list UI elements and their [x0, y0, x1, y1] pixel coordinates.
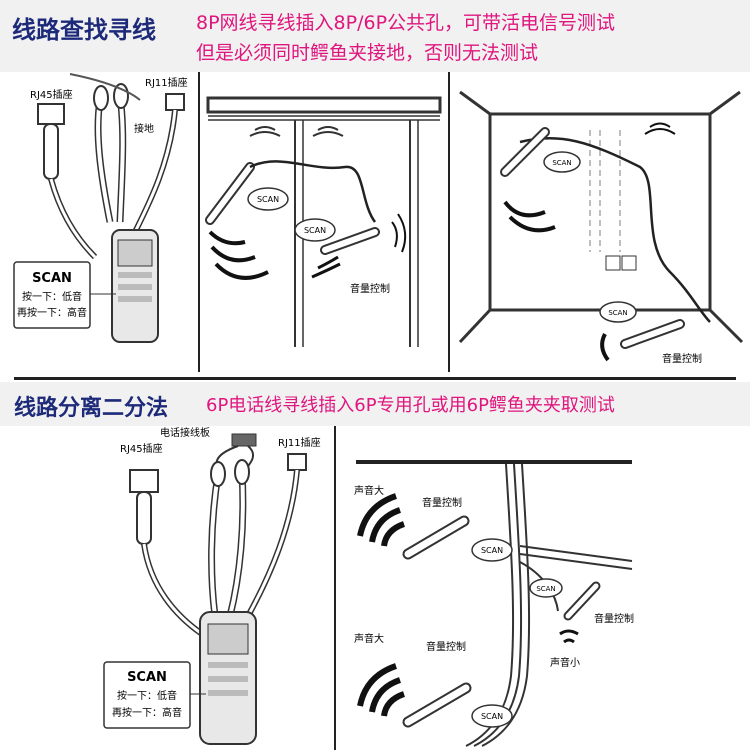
- panel-tester-clips: SCAN 按一下：低音 再按一下：高音 RJ45插座 RJ11插座 接地: [0, 72, 198, 372]
- section1-title: 线路查找寻线: [12, 16, 156, 44]
- ground-label: 接地: [134, 122, 154, 135]
- scan-bubble-7: SCAN: [481, 712, 503, 721]
- scan-bubble-2: SCAN: [304, 226, 326, 235]
- phone-board-label: 电话接线板: [160, 426, 210, 439]
- rj45-label-2: RJ45插座: [120, 442, 163, 455]
- quiet-label: 声音小: [550, 656, 580, 669]
- section1-subtitle-2: 但是必须同时鳄鱼夹接地，否则无法测试: [196, 42, 539, 64]
- room-trace-illustration: SCAN SCAN 音量控制: [458, 90, 744, 365]
- rj45-plug-icon: [37, 103, 98, 260]
- volume-label-3: 音量控制: [422, 496, 462, 509]
- scan-box-title-2: SCAN: [127, 670, 167, 685]
- probe-icon: [205, 160, 377, 225]
- probe-icon-5: [402, 515, 470, 560]
- header-band-1: [0, 0, 750, 72]
- press-once-label-2: 按一下：低音: [117, 689, 177, 702]
- section1-subtitle-1: 8P网线寻线插入8P/6P公共孔，可带活电信号测试: [196, 12, 616, 34]
- volume-label-2: 音量控制: [662, 352, 702, 365]
- volume-label-5: 音量控制: [426, 640, 466, 653]
- scan-bubble-4: SCAN: [608, 309, 627, 317]
- alligator-clips-icon-2: [208, 459, 250, 617]
- loud-label-1: 声音大: [354, 484, 384, 497]
- panel-tester-phone: SCAN 按一下：低音 再按一下：高音 电话接线板 RJ45插座 RJ11插座: [0, 426, 334, 750]
- rj45-label: RJ45插座: [30, 88, 73, 101]
- panel-split-trace: SCAN 声音大 音量控制 SCAN 音量控制 声音小 SCAN 声音大 音量控…: [336, 426, 750, 750]
- probe-icon-4: [620, 319, 685, 349]
- scan-bubble-6: SCAN: [536, 585, 555, 593]
- ceiling-trace-illustration: SCAN SCAN 音量控制: [205, 96, 442, 347]
- rj11-label-2: RJ11插座: [278, 436, 321, 449]
- loud-label-2: 声音大: [354, 632, 384, 645]
- divider-2: [448, 72, 450, 372]
- volume-label-1: 音量控制: [350, 282, 390, 295]
- probe-icon-2: [320, 227, 380, 255]
- panel-ceiling-trace: SCAN SCAN 音量控制: [200, 72, 448, 372]
- scan-bubble-3: SCAN: [552, 159, 571, 167]
- scan-box-title: SCAN: [32, 271, 72, 286]
- divider-1: [198, 72, 200, 372]
- probe-icon-6: [563, 581, 601, 621]
- rj11-plug-icon: [132, 93, 185, 234]
- tester-phone-illustration: SCAN 按一下：低音 再按一下：高音 电话接线板 RJ45插座 RJ11插座: [103, 426, 321, 745]
- press-once-label: 按一下：低音: [22, 290, 82, 303]
- sound-waves-icon: [208, 230, 269, 280]
- scan-bubble-5: SCAN: [481, 546, 503, 555]
- scan-bubble-1: SCAN: [257, 195, 279, 204]
- rj45-plug-icon-2: [129, 469, 207, 639]
- section2-title: 线路分离二分法: [14, 396, 169, 421]
- tester-body-icon-2: [199, 611, 257, 745]
- rj11-label: RJ11插座: [145, 76, 188, 89]
- split-trace-illustration: SCAN 声音大 音量控制 SCAN 音量控制 声音小 SCAN 声音大 音量控…: [354, 460, 634, 747]
- press-again-label-2: 再按一下：高音: [112, 706, 182, 719]
- panel-room-trace: SCAN SCAN 音量控制: [450, 72, 750, 372]
- tester-illustration: SCAN 按一下：低音 再按一下：高音 RJ45插座 RJ11插座 接地: [13, 73, 188, 343]
- alligator-clips-icon: [69, 73, 141, 223]
- loud-waves-icon-2: [357, 663, 406, 717]
- loud-waves-icon-1: [357, 493, 406, 547]
- press-again-label: 再按一下：高音: [17, 306, 87, 319]
- tester-body-icon: [111, 229, 159, 343]
- probe-icon-7: [402, 682, 472, 728]
- probe-icon-3: [500, 127, 550, 177]
- divider-3: [334, 426, 336, 750]
- rj11-plug-icon-2: [245, 453, 307, 618]
- section2-subtitle: 6P电话线寻线插入6P专用孔或用6P鳄鱼夹夹取测试: [206, 395, 615, 416]
- header-band-2: [0, 382, 750, 426]
- section-separator: [14, 377, 736, 380]
- volume-label-4: 音量控制: [594, 612, 634, 625]
